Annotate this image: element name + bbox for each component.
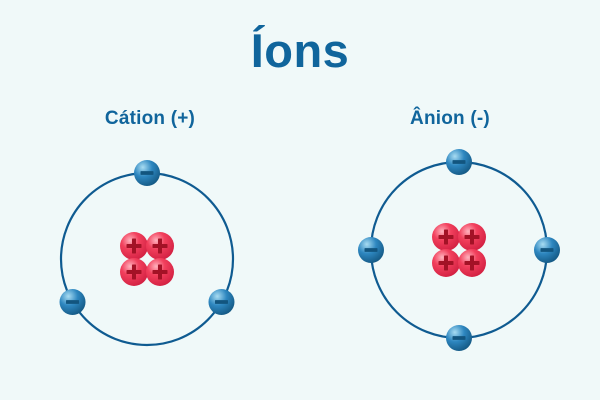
electron-orbit-cation (59, 171, 235, 347)
proton (458, 249, 486, 277)
proton (458, 223, 486, 251)
atom-diagram-cation (35, 147, 259, 371)
electron (446, 149, 472, 175)
cation-label: Cátion (+) (104, 108, 196, 129)
electron (134, 160, 160, 186)
electron-orbit-anion (369, 160, 549, 340)
electron (534, 237, 560, 263)
proton (432, 249, 460, 277)
anion-label: Ânion (-) (410, 108, 490, 129)
electron (59, 289, 86, 315)
proton (146, 232, 174, 260)
proton (120, 232, 148, 260)
atom-diagram-anion (345, 136, 573, 364)
electron (446, 325, 472, 351)
page-title: Íons (250, 24, 350, 77)
electron (208, 289, 235, 315)
proton (146, 258, 174, 286)
proton (432, 223, 460, 251)
electron (358, 237, 384, 263)
proton (120, 258, 148, 286)
